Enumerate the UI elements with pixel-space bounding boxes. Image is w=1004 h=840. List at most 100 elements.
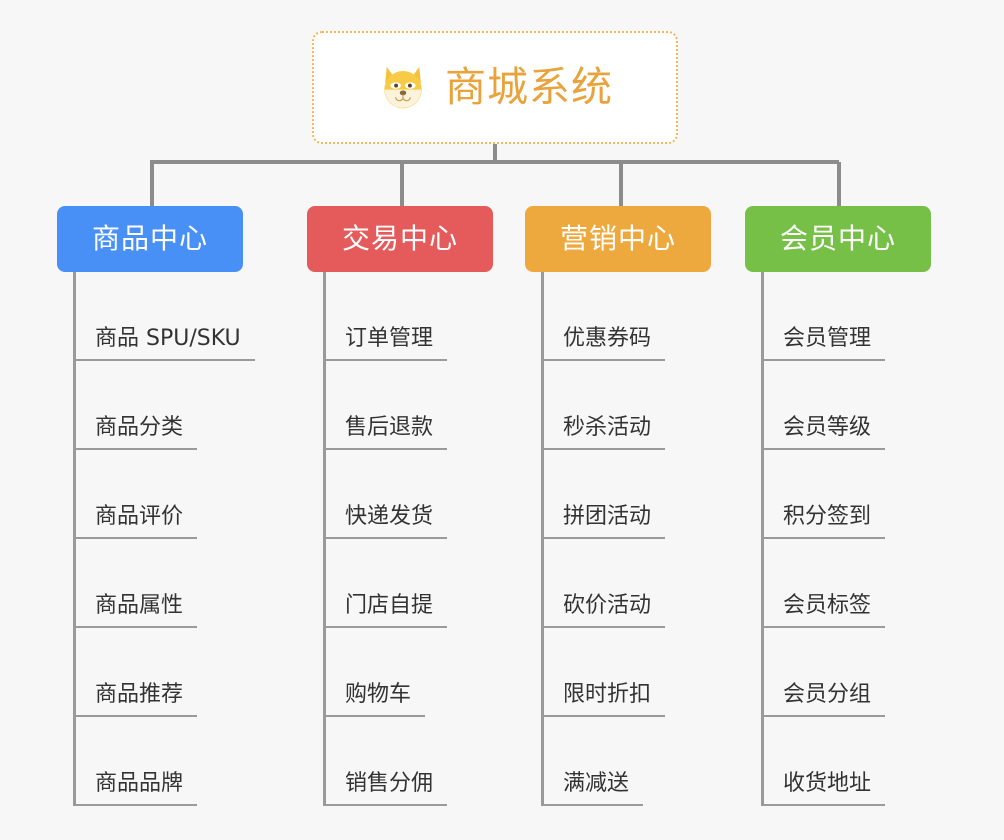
feature-item-underline: 砍价活动 <box>541 591 666 628</box>
feature-item-label: 秒杀活动 <box>563 415 652 440</box>
feature-item-label: 购物车 <box>345 682 412 707</box>
feature-item-label: 会员管理 <box>783 326 872 351</box>
feature-item-label: 积分签到 <box>783 504 872 529</box>
category-label: 商品中心 <box>91 222 208 255</box>
feature-item-underline: 商品评价 <box>73 502 198 539</box>
feature-item-label: 限时折扣 <box>563 682 652 707</box>
connector-trunk-marketing-center <box>541 272 544 806</box>
feature-item-underline: 订单管理 <box>323 324 448 361</box>
feature-item-label: 商品分类 <box>95 415 184 440</box>
connector-drop-2 <box>400 162 404 206</box>
feature-item-label: 商品属性 <box>95 593 184 618</box>
connector-drop-4 <box>837 162 841 206</box>
feature-item[interactable]: 商品 SPU/SKU <box>73 272 283 361</box>
feature-item[interactable]: 限时折扣 <box>541 628 751 717</box>
feature-item[interactable]: 积分签到 <box>761 450 971 539</box>
feature-item-label: 门店自提 <box>345 593 434 618</box>
category-box-marketing-center[interactable]: 营销中心 <box>525 206 711 272</box>
feature-item-underline: 拼团活动 <box>541 502 666 539</box>
category-column-product-center: 商品中心商品 SPU/SKU 商品分类商品评价商品属性商品推荐商品品牌 <box>57 206 277 806</box>
feature-item[interactable]: 商品属性 <box>73 539 283 628</box>
feature-item-label: 拼团活动 <box>563 504 652 529</box>
feature-item-underline: 满减送 <box>541 769 644 806</box>
feature-item-label: 会员等级 <box>783 415 872 440</box>
feature-item[interactable]: 会员标签 <box>761 539 971 628</box>
feature-item-underline: 快递发货 <box>323 502 448 539</box>
feature-item-underline: 购物车 <box>323 680 426 717</box>
feature-item-underline: 秒杀活动 <box>541 413 666 450</box>
feature-item[interactable]: 商品推荐 <box>73 628 283 717</box>
feature-item[interactable]: 砍价活动 <box>541 539 751 628</box>
feature-item[interactable]: 商品分类 <box>73 361 283 450</box>
feature-item[interactable]: 优惠券码 <box>541 272 751 361</box>
feature-item-label: 商品品牌 <box>95 771 184 796</box>
feature-item-underline: 门店自提 <box>323 591 448 628</box>
feature-item-label: 会员分组 <box>783 682 872 707</box>
feature-list-marketing-center: 优惠券码秒杀活动拼团活动砍价活动限时折扣满减送 <box>541 272 751 806</box>
feature-item-label: 商品 SPU/SKU <box>95 326 241 351</box>
feature-item-label: 满减送 <box>563 771 630 796</box>
feature-item-label: 优惠券码 <box>563 326 652 351</box>
connector-trunk-product-center <box>73 272 76 806</box>
feature-item-label: 砍价活动 <box>563 593 652 618</box>
connector-drop-3 <box>619 162 623 206</box>
root-node[interactable]: 商城系统 <box>312 31 678 144</box>
connector-horizontal-bus <box>150 160 839 164</box>
category-label: 交易中心 <box>341 222 458 255</box>
feature-item-underline: 商品品牌 <box>73 769 198 806</box>
root-title: 商城系统 <box>445 63 613 111</box>
feature-item-label: 订单管理 <box>345 326 434 351</box>
feature-item[interactable]: 购物车 <box>323 628 533 717</box>
feature-item-underline: 积分签到 <box>761 502 886 539</box>
feature-item-underline: 商品属性 <box>73 591 198 628</box>
feature-list-trade-center: 订单管理售后退款快递发货门店自提购物车销售分佣 <box>323 272 533 806</box>
feature-list-member-center: 会员管理会员等级积分签到会员标签会员分组收货地址 <box>761 272 971 806</box>
category-label: 会员中心 <box>779 222 896 255</box>
category-box-product-center[interactable]: 商品中心 <box>57 206 243 272</box>
feature-item[interactable]: 会员等级 <box>761 361 971 450</box>
feature-item[interactable]: 商品评价 <box>73 450 283 539</box>
category-box-trade-center[interactable]: 交易中心 <box>307 206 493 272</box>
feature-item[interactable]: 秒杀活动 <box>541 361 751 450</box>
feature-item[interactable]: 快递发货 <box>323 450 533 539</box>
feature-item-underline: 售后退款 <box>323 413 448 450</box>
connector-drop-1 <box>150 162 154 206</box>
feature-item-underline: 收货地址 <box>761 769 886 806</box>
category-column-member-center: 会员中心会员管理会员等级积分签到会员标签会员分组收货地址 <box>745 206 965 806</box>
feature-item[interactable]: 销售分佣 <box>323 717 533 806</box>
feature-item-label: 会员标签 <box>783 593 872 618</box>
dog-face-icon <box>384 66 422 108</box>
feature-item[interactable]: 商品品牌 <box>73 717 283 806</box>
feature-item-underline: 销售分佣 <box>323 769 448 806</box>
feature-item[interactable]: 收货地址 <box>761 717 971 806</box>
category-column-trade-center: 交易中心订单管理售后退款快递发货门店自提购物车销售分佣 <box>307 206 527 806</box>
feature-item-underline: 商品推荐 <box>73 680 198 717</box>
feature-item-underline: 会员等级 <box>761 413 886 450</box>
feature-item[interactable]: 会员管理 <box>761 272 971 361</box>
category-box-member-center[interactable]: 会员中心 <box>745 206 931 272</box>
feature-item-label: 收货地址 <box>783 771 872 796</box>
feature-item-underline: 商品 SPU/SKU <box>73 324 255 361</box>
feature-item[interactable]: 会员分组 <box>761 628 971 717</box>
connector-root-stem <box>493 144 497 162</box>
feature-item-underline: 商品分类 <box>73 413 198 450</box>
feature-item[interactable]: 拼团活动 <box>541 450 751 539</box>
feature-item[interactable]: 售后退款 <box>323 361 533 450</box>
feature-item[interactable]: 满减送 <box>541 717 751 806</box>
feature-item-underline: 会员标签 <box>761 591 886 628</box>
feature-item[interactable]: 门店自提 <box>323 539 533 628</box>
category-column-marketing-center: 营销中心优惠券码秒杀活动拼团活动砍价活动限时折扣满减送 <box>525 206 745 806</box>
feature-item-underline: 限时折扣 <box>541 680 666 717</box>
feature-item[interactable]: 订单管理 <box>323 272 533 361</box>
feature-item-underline: 优惠券码 <box>541 324 666 361</box>
connector-trunk-member-center <box>761 272 764 806</box>
category-label: 营销中心 <box>559 222 676 255</box>
connector-trunk-trade-center <box>323 272 326 806</box>
feature-item-label: 快递发货 <box>345 504 434 529</box>
feature-item-label: 商品推荐 <box>95 682 184 707</box>
feature-item-underline: 会员管理 <box>761 324 886 361</box>
feature-item-label: 商品评价 <box>95 504 184 529</box>
feature-item-underline: 会员分组 <box>761 680 886 717</box>
